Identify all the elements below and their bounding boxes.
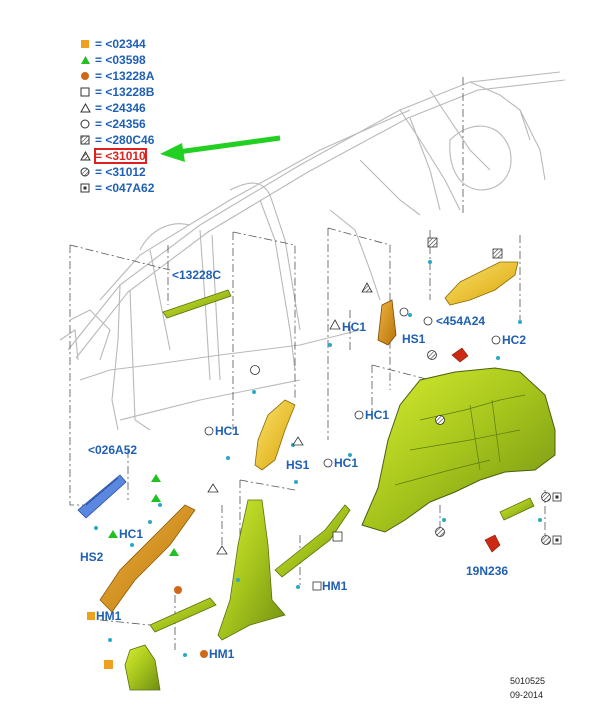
hatched-triangle-icon xyxy=(78,150,92,162)
legend-row: = <03598 xyxy=(78,52,198,68)
legend-code: = <13228A xyxy=(95,69,155,83)
open-triangle-icon xyxy=(292,436,304,446)
legend-row: = <24356 xyxy=(78,116,198,132)
hatched-circle-icon xyxy=(541,492,551,502)
label-19n236: 19N236 xyxy=(466,564,509,578)
kick-panel xyxy=(124,644,161,691)
boxed-square-icon xyxy=(555,495,559,499)
pointer-arrow xyxy=(160,135,281,162)
label-454a24: <454A24 xyxy=(436,314,486,328)
legend-code: = <03598 xyxy=(95,53,146,67)
symbol-legend: = <02344 = <03598 = <13228A = <13228B = <243… xyxy=(78,36,198,196)
open-triangle-icon xyxy=(207,483,219,493)
hatched-square-icon xyxy=(427,237,438,248)
legend-code: = <047A62 xyxy=(95,181,155,195)
hatched-square-icon xyxy=(492,248,503,259)
label-hs2: HS2 xyxy=(80,550,104,564)
diagram-symbols xyxy=(104,237,562,669)
green-triangle-icon xyxy=(78,54,92,66)
hatched-circle-icon xyxy=(435,527,445,537)
red-clip-upper xyxy=(451,347,469,363)
quarter-panel-detail xyxy=(394,394,526,486)
label-hc1-pillar: HC1 xyxy=(342,320,367,334)
legend-code: = <31010 xyxy=(94,148,147,164)
green-triangle-icon xyxy=(151,474,161,482)
b-pillar-upper-trim xyxy=(254,399,296,471)
label-hs1-upper: HS1 xyxy=(402,332,426,346)
open-square-icon xyxy=(78,86,92,98)
legend-code: = <24356 xyxy=(95,117,146,131)
hatched-circle-icon xyxy=(435,415,445,425)
blue-bracket xyxy=(77,474,127,519)
open-circle-icon xyxy=(399,307,409,317)
a-pillar-lower-trim xyxy=(99,504,196,613)
hatched-circle-icon xyxy=(78,166,92,178)
label-hm1-front: HM1 xyxy=(96,609,122,623)
brown-dot-icon xyxy=(78,70,92,82)
open-triangle-icon xyxy=(78,102,92,114)
hatched-triangle-icon xyxy=(361,282,373,293)
label-hs1-lower: HS1 xyxy=(286,458,310,472)
open-circle-icon xyxy=(250,365,260,375)
red-clip-lower xyxy=(484,534,501,553)
legend-row: = <13228B xyxy=(78,84,198,100)
legend-row: = <02344 xyxy=(78,36,198,52)
green-triangle-icon xyxy=(151,494,161,502)
c-pillar-upper-trim xyxy=(444,261,519,306)
label-hc1-b-pillar: HC1 xyxy=(215,424,240,438)
front-scuff-plate xyxy=(149,597,217,633)
open-square-icon xyxy=(332,531,343,542)
legend-row: = <31010 xyxy=(78,148,198,164)
green-triangle-icon xyxy=(169,548,179,556)
legend-row: = <13228A xyxy=(78,68,198,84)
diagram-code: 5010525 xyxy=(510,676,546,686)
label-hm1-bottom: HM1 xyxy=(209,647,235,661)
legend-code: = <280C46 xyxy=(95,133,155,147)
rear-scuff-plate xyxy=(274,504,351,578)
legend-row: = <280C46 xyxy=(78,132,198,148)
rear-door-strip xyxy=(499,497,535,521)
legend-row: = <31012 xyxy=(78,164,198,180)
legend-row: = <047A62 xyxy=(78,180,198,196)
legend-code: = <24346 xyxy=(95,101,146,115)
open-triangle-icon xyxy=(216,545,228,555)
legend-code: = <31012 xyxy=(95,165,146,179)
label-hc1-front: HC1 xyxy=(119,527,144,541)
hatched-circle-icon xyxy=(541,535,551,545)
label-13228c: <13228C xyxy=(172,268,222,282)
vehicle-body-frame xyxy=(59,71,566,431)
label-hm1-center: HM1 xyxy=(322,579,348,593)
boxed-square-icon xyxy=(78,182,92,194)
quarter-trim-panel xyxy=(361,367,556,533)
label-hc1-quarter: HC1 xyxy=(365,408,390,422)
orange-square-icon xyxy=(104,660,113,669)
clip-markers xyxy=(94,260,542,657)
open-circle-icon xyxy=(78,118,92,130)
b-pillar-lower-trim xyxy=(217,499,286,641)
legend-code: = <02344 xyxy=(95,37,146,51)
legend-row: = <24346 xyxy=(78,100,198,116)
brown-dot-icon xyxy=(174,586,182,594)
label-026a52: <026A52 xyxy=(88,443,138,457)
label-hc1-lower: HC1 xyxy=(334,456,359,470)
orange-bracket xyxy=(377,299,397,346)
diagram-date: 09-2014 xyxy=(510,690,544,700)
legend-code: = <13228B xyxy=(95,85,155,99)
upper-pillar-strip xyxy=(162,289,232,319)
boxed-square-icon xyxy=(555,538,559,542)
hatched-circle-icon xyxy=(427,350,437,360)
hatched-square-icon xyxy=(78,134,92,146)
label-hc2: HC2 xyxy=(502,333,527,347)
orange-square-icon xyxy=(78,38,92,50)
